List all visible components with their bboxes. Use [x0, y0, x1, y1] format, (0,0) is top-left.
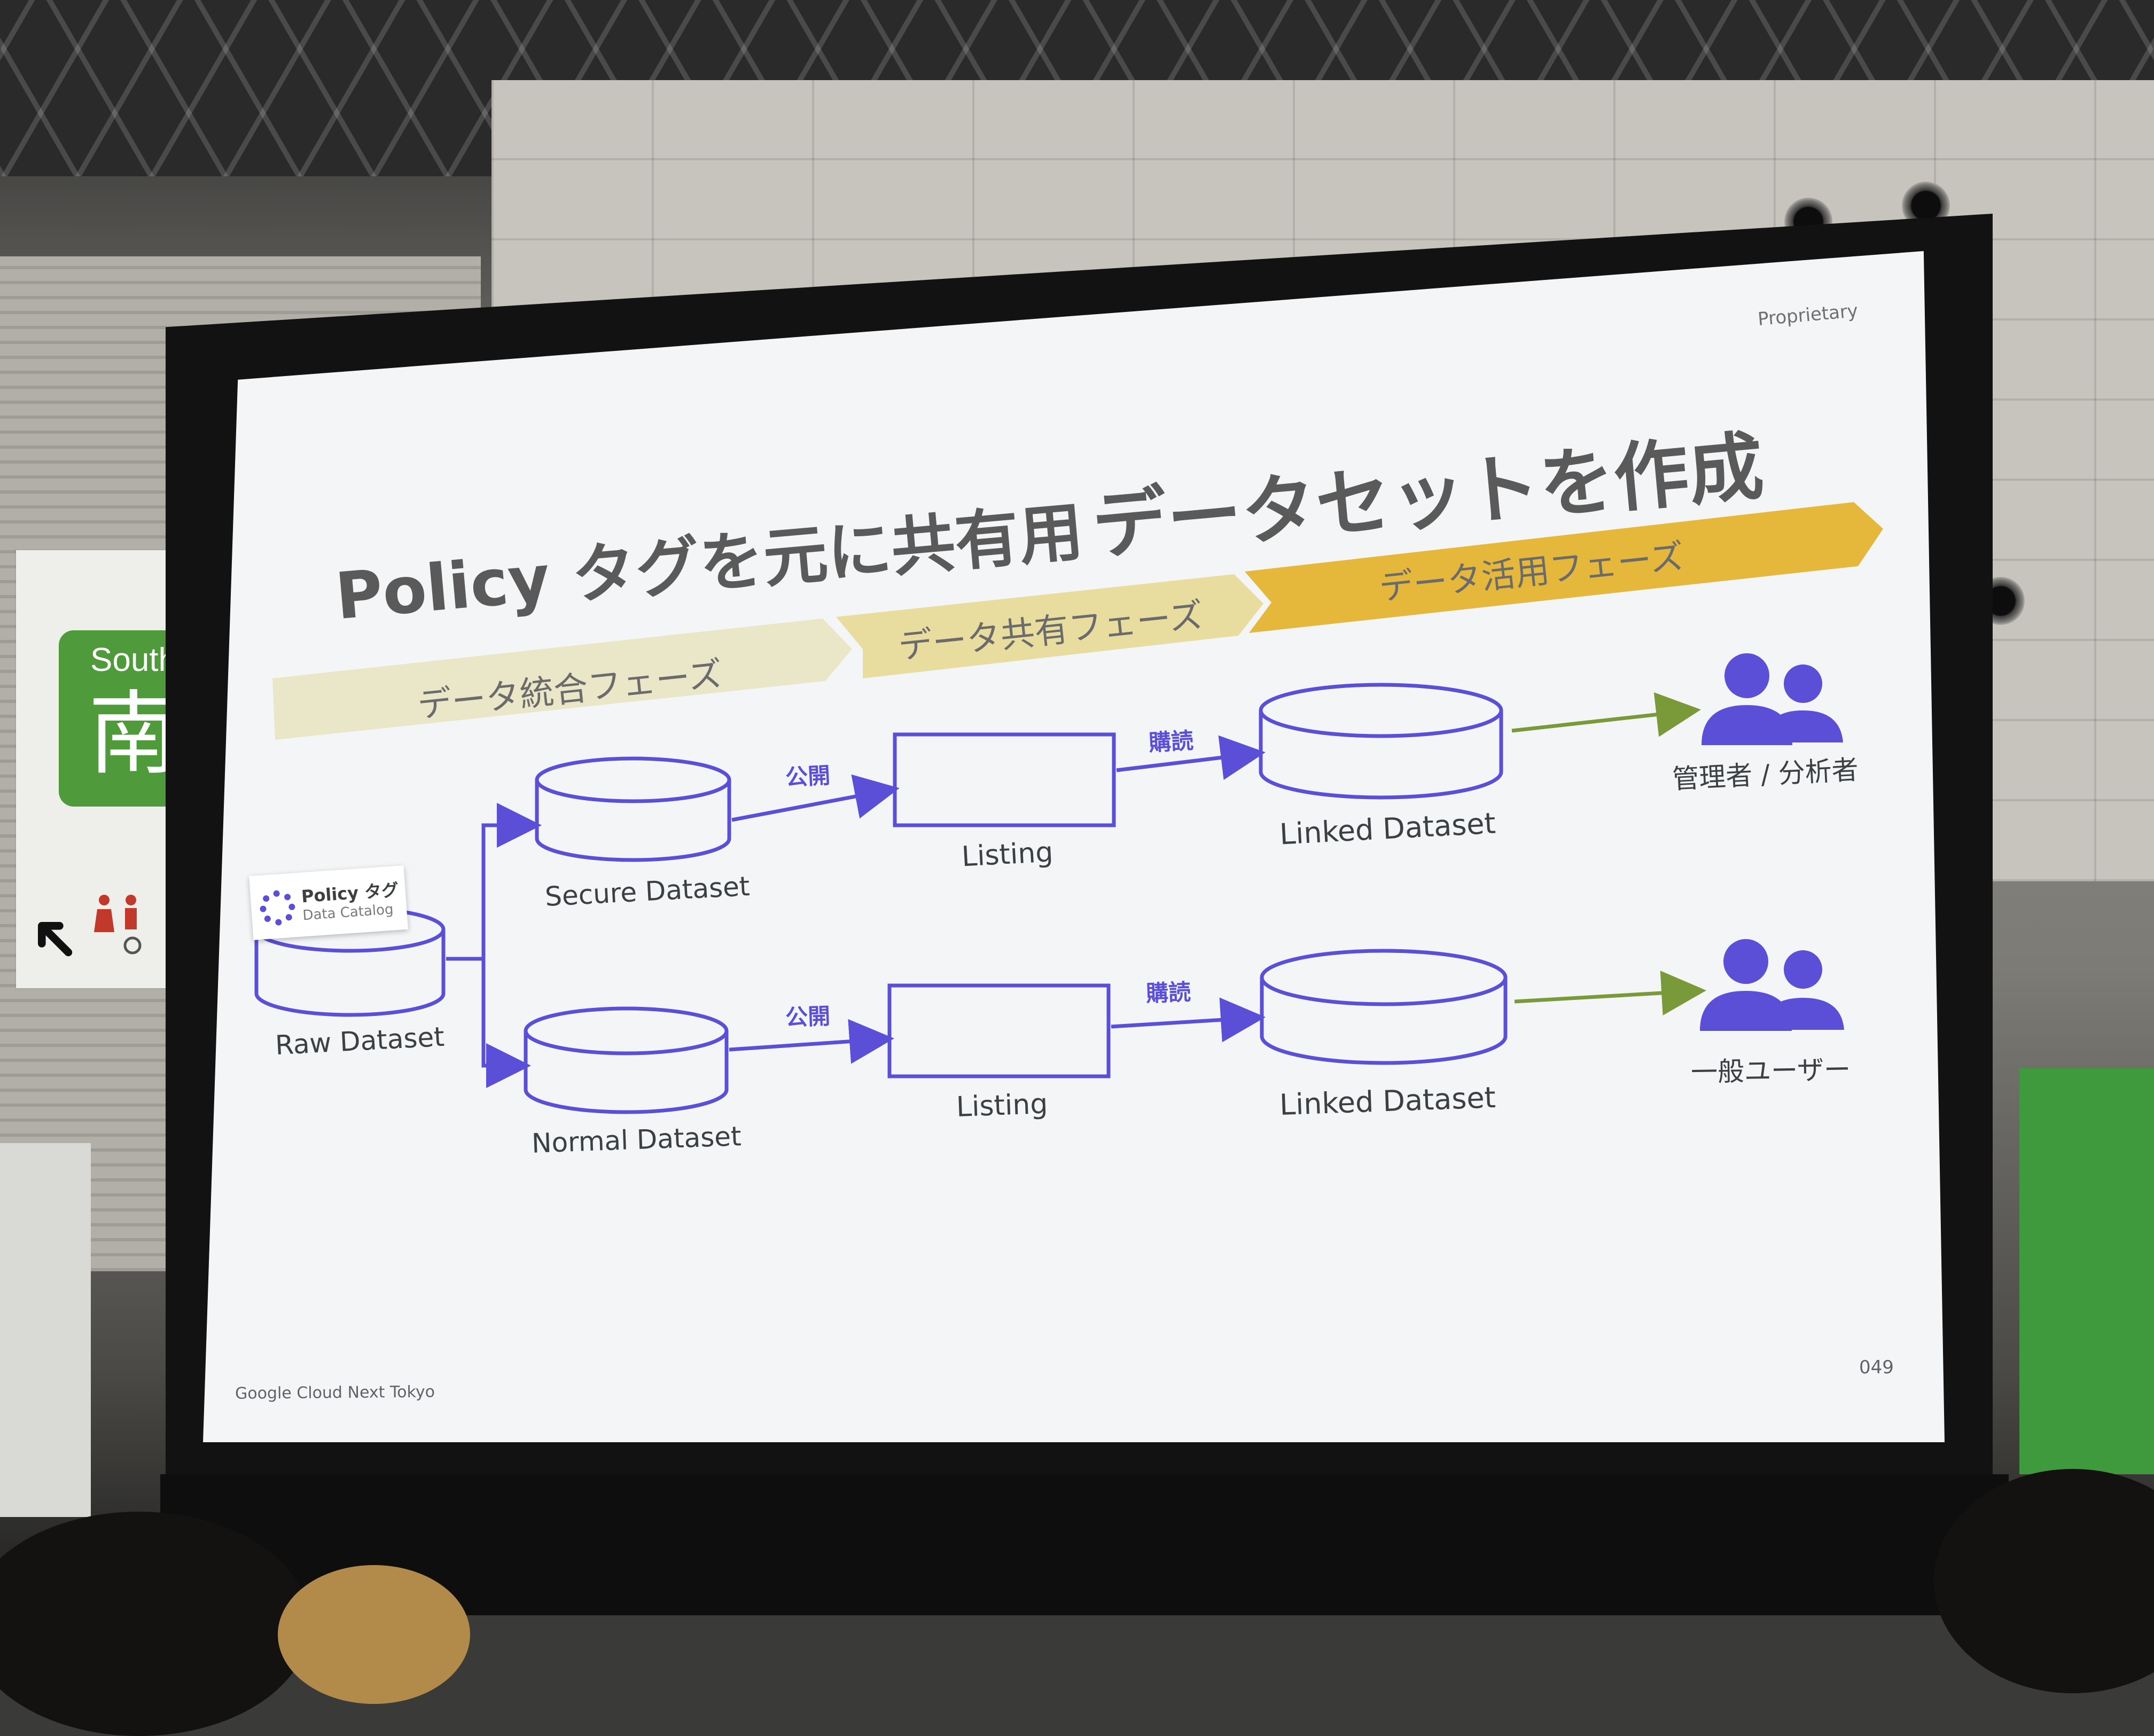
south-sign-kanji: 南	[88, 682, 179, 787]
subscribe-arrow-top	[1116, 735, 1266, 780]
page-number: 049	[1859, 1357, 1894, 1378]
restroom-icon	[94, 895, 142, 955]
phase-chevron-integration	[272, 619, 852, 740]
branch-connector	[446, 803, 542, 961]
subscribe-arrow-bottom	[1111, 997, 1266, 1043]
user-group-icon-top	[1702, 653, 1843, 745]
normal-dataset-cylinder	[524, 1006, 729, 1114]
user-arrow-bottom	[1514, 971, 1706, 1015]
publish-arrow-top	[731, 774, 900, 822]
south-sign-en: South	[90, 642, 177, 678]
user-arrow-top	[1511, 692, 1701, 737]
label-subscribe-bottom: 購読	[1145, 979, 1191, 1007]
label-publish-top: 公開	[784, 762, 831, 791]
listing-top-box	[893, 732, 1116, 827]
publish-arrow-bottom	[729, 1019, 894, 1064]
label-subscribe-top: 購読	[1148, 727, 1195, 756]
policy-tag-card: Policy タグ Data Catalog	[249, 865, 408, 940]
data-catalog-icon	[260, 890, 295, 926]
linked-top-cylinder	[1259, 683, 1503, 800]
phase-chevron-sharing	[836, 574, 1263, 678]
secure-dataset-cylinder	[535, 756, 731, 862]
phase-banner	[272, 502, 1883, 740]
user-group-icon-bottom	[1700, 939, 1844, 1031]
slide-footer: Google Cloud Next Tokyo	[235, 1382, 435, 1403]
label-publish-bottom: 公開	[785, 1003, 831, 1031]
label-listing-bottom: Listing	[956, 1088, 1049, 1123]
label-users-bottom: 一般ユーザー	[1690, 1054, 1851, 1088]
white-booth	[0, 1143, 91, 1517]
slide	[203, 251, 1945, 1442]
green-booth	[2019, 1068, 2154, 1474]
listing-bottom-box	[887, 983, 1111, 1078]
label-listing-top: Listing	[961, 836, 1054, 873]
linked-bottom-cylinder	[1260, 949, 1508, 1065]
branch-connector	[481, 959, 531, 1088]
stage-bottom	[160, 1474, 2009, 1615]
phase-chevron-utilization	[1245, 502, 1883, 633]
dataflow-diagram	[254, 653, 1844, 1114]
